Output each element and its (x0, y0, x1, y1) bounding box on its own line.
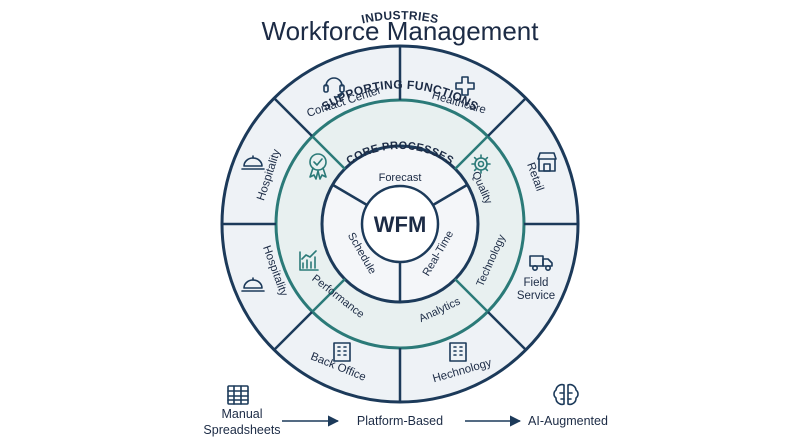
building-icon (449, 342, 467, 362)
supporting-dividers (311, 135, 489, 313)
gear-icon (471, 154, 491, 174)
growth-chart-icon (299, 250, 319, 271)
industry-label: Field (524, 277, 549, 289)
service-bell-icon (241, 277, 265, 292)
timeline-step-label: Manual (222, 407, 263, 421)
storefront-icon (537, 152, 557, 172)
truck-icon (529, 255, 553, 272)
spreadsheet-icon (227, 385, 249, 405)
industry-label: Service (517, 290, 555, 302)
headset-icon (323, 77, 345, 98)
page-title: Workforce Management (262, 16, 540, 46)
core-dividers (332, 183, 468, 302)
timeline-step-label: AI-Augmented (528, 414, 608, 428)
building-icon (333, 342, 351, 362)
quality-badge-icon (309, 153, 327, 180)
timeline-step-label: Spreadsheets (203, 423, 280, 437)
industries-ring-title: INDUSTRIES (360, 8, 440, 26)
service-bell-icon (241, 155, 265, 170)
core-segment-label: Forecast (379, 172, 422, 184)
industries-dividers (222, 46, 578, 402)
timeline-step-label: Platform-Based (357, 414, 443, 428)
center-label: WFM (374, 212, 427, 237)
brain-circuit-icon (553, 383, 579, 406)
medical-cross-icon (455, 76, 475, 96)
